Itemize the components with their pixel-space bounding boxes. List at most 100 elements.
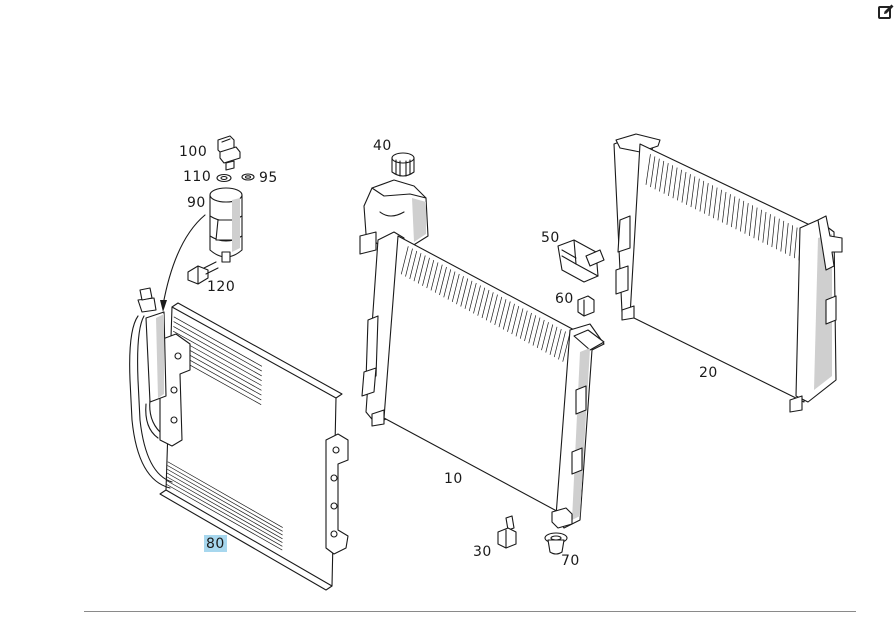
- fin-stroke: [477, 287, 486, 316]
- label-100[interactable]: 100: [179, 144, 207, 160]
- fin-stroke: [173, 326, 262, 377]
- part-50-bracket[interactable]: [557, 239, 605, 283]
- part-100-pressure-switch[interactable]: [217, 135, 241, 171]
- fin-stroke: [426, 260, 435, 289]
- fin-stroke: [519, 310, 528, 339]
- part-10-radiator[interactable]: [361, 231, 605, 529]
- fin-stroke: [766, 214, 771, 245]
- fin-stroke: [686, 174, 691, 205]
- fin-stroke: [173, 330, 262, 382]
- fin-stroke: [494, 296, 503, 325]
- part-120-bolt[interactable]: [187, 261, 219, 285]
- fin-stroke: [541, 322, 549, 351]
- label-120[interactable]: 120: [207, 279, 235, 295]
- fin-stroke: [447, 271, 456, 300]
- fin-stroke: [498, 299, 507, 328]
- label-80-highlight: [204, 535, 227, 552]
- part-30-drain-valve[interactable]: [497, 515, 517, 549]
- fin-stroke: [405, 248, 413, 277]
- fin-stroke: [443, 269, 452, 298]
- label-30[interactable]: 30: [473, 544, 492, 560]
- fin-stroke: [532, 317, 541, 346]
- fin-stroke: [744, 203, 749, 234]
- fin-stroke: [771, 216, 776, 248]
- part-40-cap[interactable]: [391, 152, 415, 177]
- fin-stroke: [753, 207, 758, 239]
- fin-stroke: [549, 326, 558, 355]
- label-95[interactable]: 95: [259, 170, 278, 186]
- fin-stroke: [490, 294, 498, 323]
- fin-stroke: [654, 158, 660, 190]
- fin-stroke: [468, 283, 477, 312]
- fin-stroke: [717, 189, 722, 221]
- fin-stroke: [430, 262, 439, 291]
- part-20-radiator[interactable]: [613, 133, 843, 413]
- fin-stroke: [511, 306, 520, 335]
- part-60-pad[interactable]: [577, 295, 595, 317]
- fin-stroke: [528, 315, 537, 344]
- fin-stroke: [713, 187, 718, 219]
- fin-stroke: [650, 156, 656, 188]
- fin-stroke: [485, 292, 494, 321]
- fin-stroke: [167, 461, 283, 528]
- label-60[interactable]: 60: [555, 291, 574, 307]
- fin-stroke: [173, 316, 263, 367]
- fin-stroke: [708, 185, 714, 216]
- fin-stroke: [789, 225, 794, 256]
- fin-stroke: [731, 196, 736, 228]
- fin-stroke: [663, 163, 669, 194]
- fin-stroke: [793, 227, 798, 259]
- label-70[interactable]: 70: [561, 553, 580, 569]
- fin-stroke: [166, 480, 283, 547]
- part-95-seal-ring[interactable]: [241, 173, 255, 181]
- fin-stroke: [409, 250, 418, 279]
- fin-stroke: [704, 183, 709, 214]
- fin-stroke: [502, 301, 511, 330]
- bottom-divider: [84, 611, 856, 612]
- fin-stroke: [422, 257, 430, 286]
- fin-stroke: [784, 223, 789, 254]
- fin-stroke: [167, 468, 283, 536]
- fin-stroke: [780, 220, 785, 252]
- fin-stroke: [699, 180, 705, 212]
- edit-button[interactable]: [876, 2, 896, 22]
- fin-stroke: [456, 276, 464, 305]
- label-50[interactable]: 50: [541, 230, 560, 246]
- fin-stroke: [558, 331, 566, 360]
- fin-stroke: [677, 169, 682, 201]
- fin-stroke: [167, 465, 283, 532]
- fin-stroke: [451, 273, 460, 302]
- fin-stroke: [434, 264, 443, 293]
- label-10[interactable]: 10: [444, 471, 463, 487]
- fin-stroke: [400, 246, 409, 275]
- label-80[interactable]: 80: [206, 536, 225, 552]
- part-70-plug[interactable]: [544, 532, 568, 555]
- part-90-receiver-dryer[interactable]: [209, 187, 243, 263]
- fin-stroke: [460, 278, 469, 307]
- fin-stroke: [735, 198, 740, 230]
- fin-stroke: [668, 165, 674, 196]
- expansion-tank: [359, 179, 429, 255]
- fin-stroke: [524, 312, 532, 342]
- label-20[interactable]: 20: [699, 365, 718, 381]
- fin-stroke: [672, 167, 678, 199]
- label-90[interactable]: 90: [187, 195, 206, 211]
- fin-stroke: [645, 154, 651, 185]
- part-110-seal-ring[interactable]: [216, 173, 232, 183]
- fin-stroke: [695, 178, 700, 210]
- fin-stroke: [775, 218, 780, 250]
- label-40[interactable]: 40: [373, 138, 392, 154]
- edit-icon: [878, 4, 894, 19]
- fin-stroke: [758, 209, 762, 241]
- label-110[interactable]: 110: [183, 169, 211, 185]
- fin-stroke: [762, 211, 767, 243]
- fin-stroke: [659, 160, 665, 192]
- fin-stroke: [166, 472, 283, 540]
- fin-stroke: [690, 176, 696, 208]
- fin-stroke: [515, 308, 524, 337]
- fin-stroke: [464, 280, 473, 309]
- fin-stroke: [417, 255, 426, 284]
- fin-stroke: [413, 253, 422, 282]
- part-80-condenser[interactable]: [129, 287, 349, 591]
